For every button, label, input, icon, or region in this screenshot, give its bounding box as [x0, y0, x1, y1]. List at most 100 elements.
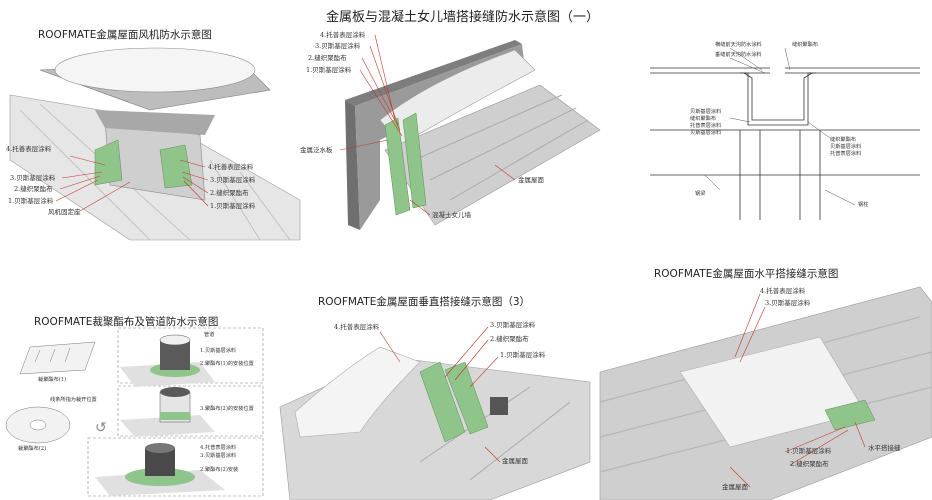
leader-line [469, 356, 499, 388]
layer-label: 2.缝织聚酯布 [490, 335, 529, 343]
leader-line [854, 421, 866, 448]
leader-line [444, 326, 489, 378]
leader-line [739, 306, 766, 363]
roof-rib [429, 107, 577, 181]
layer-label: 1.贝斯基层涂料 [200, 348, 237, 354]
metal-flashing [379, 49, 536, 146]
layer-label: 4.托普表层涂料 [200, 445, 237, 451]
green-strip [824, 399, 876, 431]
panel-title: ROOFMATE金属屋面水平搭接缝示意图 [654, 268, 839, 280]
layer-label: 3.贝斯基层涂料 [315, 42, 361, 50]
layer-label: 3.贝斯基层涂料 [490, 321, 536, 329]
layer-label: 缝织聚酯布 [792, 42, 818, 48]
panel-vertical-joint: ROOFMATE金属屋面垂直搭接缝示意图（3） 4.托普表层涂料 3.贝斯基层涂… [270, 262, 591, 500]
green-strip [384, 117, 411, 216]
roof-rib [19, 109, 151, 241]
leader-line [784, 47, 791, 71]
panel-title: 金属板与混凝土女儿墙搭接缝防水示意图（一） [326, 10, 600, 25]
panel-title: ROOFMATE金属屋面垂直搭接缝示意图（3） [318, 296, 531, 308]
fan-dome [54, 47, 256, 93]
parapet-illustration [339, 34, 601, 230]
leader-line [59, 175, 101, 190]
leader-line [494, 164, 516, 181]
fabric-cut-1 [19, 341, 96, 375]
seam-clip [490, 397, 508, 415]
step-box [117, 385, 264, 437]
leader-line [361, 57, 401, 131]
layer-label: 4.托普表层涂料 [760, 287, 806, 295]
layer-label: 裁聚酯布(2) [18, 446, 47, 452]
layer-label: 管道 [204, 332, 215, 338]
layer-label: 4.托普表层涂料 [334, 323, 380, 331]
panel-gutter-section: 横缝前天沟防水涂料 缝织聚酯布 垂缝前天沟防水涂料 贝斯基层涂料 缝织聚酯布 托… [630, 0, 932, 245]
layer-label: 2.聚酯布(1)的安装位置 [200, 361, 254, 367]
panel-pipe-waterproofing: ROOFMATE裁聚酯布及管道防水示意图 ↺ 管 [0, 262, 270, 500]
layer-label: 3.聚酯布(2)的安装位置 [200, 406, 254, 412]
layer-label: 金属屋面 [518, 176, 544, 184]
leader-line [369, 45, 399, 126]
green-flashing [159, 144, 193, 189]
layer-label: 贝斯基层涂料 [830, 144, 862, 150]
cut-line [34, 349, 41, 363]
panel-fan-waterproofing: ROOFMATE金属屋面风机防水示意图 4.托善表层 [0, 0, 301, 245]
leader-line [183, 180, 209, 207]
roof-rib [239, 171, 291, 241]
leader-line [484, 446, 501, 463]
horizontal-joint-illustration [599, 286, 932, 500]
layer-label: 1.贝斯基层涂料 [210, 202, 256, 210]
layer-label: 3.贝斯基层涂料 [10, 174, 56, 182]
layer-label: 钢梁 [695, 191, 706, 197]
roof-rib [409, 94, 563, 163]
leader-line [409, 199, 431, 216]
leader-line [379, 331, 401, 363]
leader-line [339, 139, 389, 151]
gutter-profile [743, 72, 813, 121]
roof-rib [449, 119, 589, 201]
leader-line [359, 69, 403, 137]
green-strip [402, 112, 427, 209]
panel-parapet-joint: 金属板与混凝土女儿墙搭接缝防水示意图（一） 4.托普表层涂料 3.贝斯基层涂料 … [300, 0, 630, 245]
fabric-cut-2-hole [29, 419, 47, 431]
fan-base [95, 110, 215, 135]
layer-label: 贝斯基层涂料 [690, 109, 722, 115]
green-collar [160, 412, 190, 420]
leader-line [729, 466, 751, 488]
layer-label: 1.贝斯基层涂料 [306, 66, 352, 74]
leader-line [181, 171, 209, 181]
layer-label: 金属泛水板 [300, 146, 333, 154]
pipe-illustration: ↺ [5, 327, 264, 497]
leader-line [729, 47, 763, 71]
layer-label: 裁聚酯布(1) [38, 377, 67, 383]
layer-label: 2.聚酯布(2)安装 [200, 467, 239, 473]
panel-horizontal-joint: ROOFMATE金属屋面水平搭接缝示意图 4.托普表层涂料 3.贝斯基层涂料 水… [590, 262, 932, 500]
layer-label: 2.缝织聚酯布 [14, 185, 53, 193]
cut-line [64, 347, 71, 363]
layer-label: 线条所指为裁开位置 [50, 397, 97, 403]
layer-label: 4.托善表层涂料 [208, 163, 254, 171]
leader-line [807, 121, 831, 139]
concrete-parapet [345, 40, 522, 106]
layer-label: 1.贝斯基层涂料 [500, 351, 546, 359]
layer-label: 3.贝斯基层涂料 [765, 299, 811, 307]
layer-label: 3.贝斯基层涂料 [210, 176, 256, 184]
roof-base [120, 415, 215, 437]
layer-label: 2.缝织聚酯布 [308, 54, 347, 62]
roof-rib [469, 401, 571, 481]
leader-line [179, 159, 206, 168]
vertical-joint-illustration [279, 326, 591, 500]
layer-label: 垂缝前天沟防水涂料 [715, 52, 762, 58]
panel-title: ROOFMATE裁聚酯布及管道防水示意图 [34, 316, 219, 328]
layer-label: 贝斯基层涂料 [690, 130, 722, 136]
layer-label: 金属屋面 [722, 483, 748, 491]
fan-roof-illustration [9, 47, 301, 241]
green-collar [125, 468, 195, 486]
layer-label: 4.托善表层涂料 [6, 145, 52, 153]
layer-label: 缝织聚酯布 [690, 116, 716, 122]
green-strip [419, 361, 466, 443]
pipe-top [160, 387, 190, 397]
white-coating [294, 346, 421, 438]
pipe-top [145, 443, 175, 453]
leader-line [729, 117, 751, 123]
layer-label: 2.缝织聚酯布 [790, 460, 829, 468]
leader-line [374, 34, 396, 121]
